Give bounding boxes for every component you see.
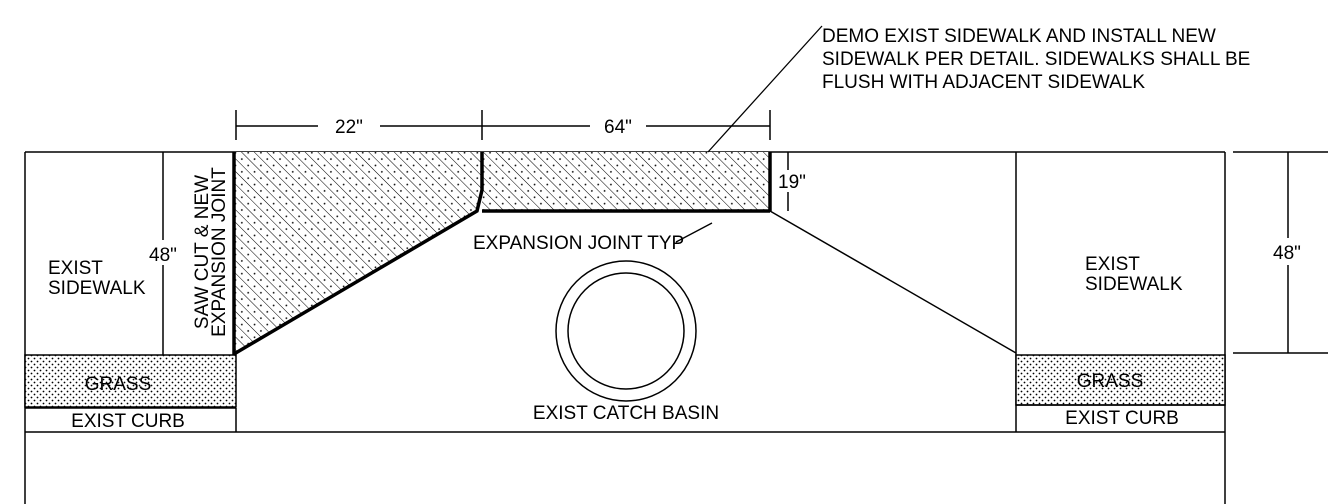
catch-basin-label: EXIST CATCH BASIN [533,403,719,424]
dimension-lines [162,110,1328,355]
note-line-1: DEMO EXIST SIDEWALK AND INSTALL NEW [822,26,1216,47]
note-line-3: FLUSH WITH ADJACENT SIDEWALK [822,72,1145,93]
note-line-2: SIDEWALK PER DETAIL. SIDEWALKS SHALL BE [822,49,1250,70]
new-sidewalk-hatched-right [482,152,770,211]
saw-cut-label: SAW CUT & NEW EXPANSION JOINT [192,167,230,337]
taper-line-right [769,210,1017,354]
expansion-joint-label: EXPANSION JOINT TYP [473,233,684,254]
left-sidewalk-label-1: EXIST [48,258,103,279]
dimension-64: 64" [604,117,632,138]
new-sidewalk-hatched-left [234,152,482,354]
leader-lines [675,25,823,243]
grass-label-left: GRASS [85,374,152,395]
grass-strip-right [1015,354,1226,406]
dimension-48-left: 48" [149,245,177,266]
right-sidewalk-label-1: EXIST [1085,254,1140,275]
saw-cut-label-2: EXPANSION JOINT [209,167,230,337]
left-sidewalk-label-2: SIDEWALK [48,278,146,299]
grass-strip-left [24,354,237,408]
catch-basin-inner [567,272,685,390]
dimension-19: 19" [778,172,806,193]
new-sidewalk-heavy-outline [232,152,772,356]
catch-basin-outer [555,260,697,402]
dimension-22: 22" [335,117,363,138]
grass-label-right: GRASS [1077,371,1144,392]
right-sidewalk-label-2: SIDEWALK [1085,274,1183,295]
dimension-48-right: 48" [1273,243,1301,264]
saw-cut-label-1: SAW CUT & NEW [192,175,213,329]
curb-label-left: EXIST CURB [71,411,185,432]
curb-label-right: EXIST CURB [1065,408,1179,429]
